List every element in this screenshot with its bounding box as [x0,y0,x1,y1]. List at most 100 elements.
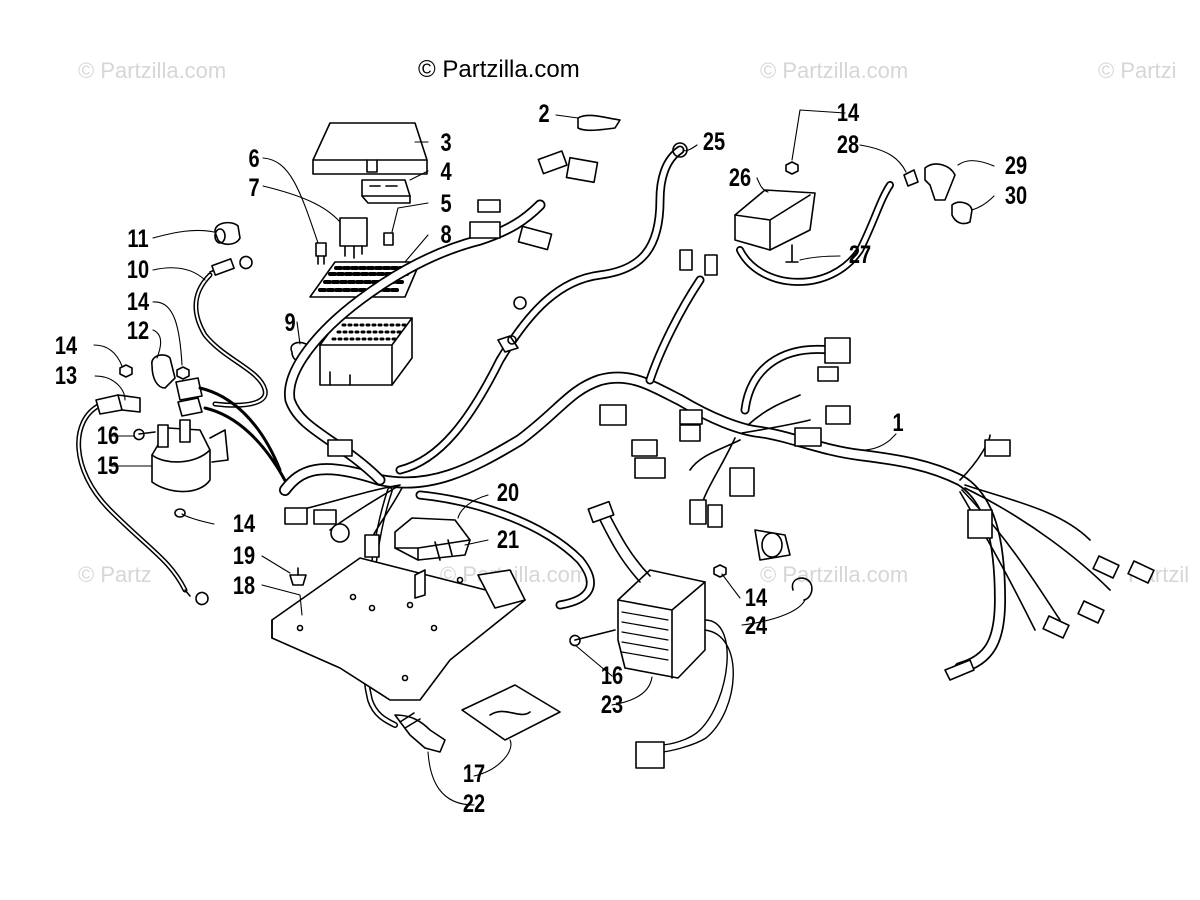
ring-terminal [513,296,527,310]
hose-clamp [791,577,813,601]
callout-5: 5 [440,190,452,218]
connector [330,523,350,543]
callout-9: 9 [284,309,296,337]
connector [1077,600,1105,624]
watermark-faint: © Partzi [1098,58,1177,83]
connector [984,439,1011,457]
connector [679,424,701,442]
callout-26: 26 [728,164,752,192]
callout-11: 11 [127,225,149,253]
connector [577,114,621,132]
spark-plug-cap [924,163,956,201]
spark-plug-boot [951,201,973,225]
connector [824,337,851,364]
callout-17: 17 [462,760,486,788]
callout-8: 8 [440,221,452,249]
callout-16: 16 [96,422,120,450]
nut [713,564,727,578]
connector [1042,615,1070,639]
callout-2: 2 [538,100,550,128]
connector [517,225,553,251]
callout-27: 27 [848,241,872,269]
callout-14: 14 [744,584,768,612]
battery-cable [193,255,268,408]
callout-22: 22 [462,790,486,818]
connector [327,439,353,457]
connector [631,439,658,457]
mounting-plate [271,557,526,701]
bolt [785,244,799,263]
voltage-regulator [587,500,734,769]
fuse-blade [315,242,327,265]
ring-terminal [497,335,519,353]
connector [679,409,703,425]
callout-14: 14 [54,332,78,360]
relay-large [361,179,411,204]
callout-25: 25 [702,128,726,156]
nut [785,161,799,175]
connector [537,150,568,175]
mini-relay [339,217,368,259]
connector [1127,560,1155,584]
connector [729,467,755,497]
screw [289,567,307,586]
warning-label [461,684,561,741]
watermark-faint: © Partz [78,562,152,587]
indicator-lamp [754,529,791,561]
watermark-faint: © Partzilla.com [760,562,909,587]
cdi-module [734,181,894,286]
callout-13: 13 [54,362,78,390]
callout-14: 14 [836,99,860,127]
fuse-small [383,232,394,246]
fuse-block-base [319,317,413,386]
connector [817,366,839,382]
connector [634,457,666,479]
connector [825,405,851,425]
rubber-grommet [903,169,919,187]
connector [944,659,975,681]
callout-14: 14 [126,288,150,316]
terminal-strap [175,377,292,492]
callout-3: 3 [440,129,452,157]
callout-12: 12 [126,317,150,345]
ground-cable [76,394,209,606]
connector [313,509,337,525]
connector [565,156,599,184]
connector [1092,555,1120,579]
callout-24: 24 [744,612,768,640]
connector-bracket [414,569,526,609]
nut [119,364,133,378]
connector [477,199,501,213]
callout-15: 15 [96,452,120,480]
watermark-faint: © Partzilla.com [78,58,227,83]
callout-14: 14 [232,510,256,538]
screw [569,629,616,647]
callout-10: 10 [126,256,150,284]
washer [174,508,186,518]
connector [599,404,627,426]
callout-23: 23 [600,691,624,719]
callout-1: 1 [892,409,904,437]
connector [707,504,723,528]
leader-lines [93,109,995,806]
callout-21: 21 [496,526,520,554]
callout-19: 19 [232,542,256,570]
relay-module [394,517,471,561]
callout-30: 30 [1004,182,1028,210]
connector [284,507,308,525]
fuse-box-cover [312,122,428,175]
connector [794,427,822,447]
connector [364,534,380,558]
terminal-boot [151,354,176,389]
connector [469,221,501,239]
terminal-cap [214,221,241,246]
connector [689,499,707,525]
connector [679,249,693,271]
callout-20: 20 [496,479,520,507]
callout-4: 4 [440,158,452,186]
temperature-sensor [394,712,446,753]
callout-18: 18 [232,572,256,600]
callout-7: 7 [248,174,260,202]
